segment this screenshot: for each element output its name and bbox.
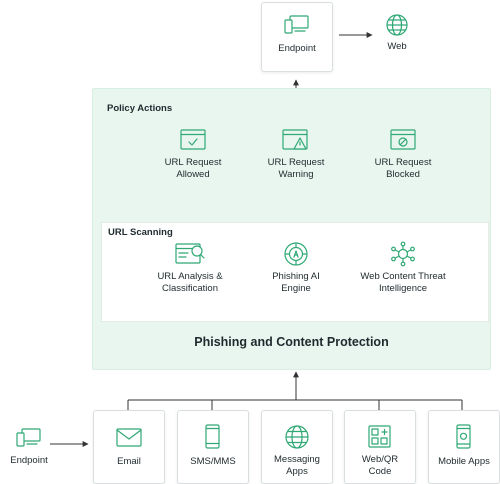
browser-search-icon — [175, 243, 205, 264]
url-scanning-title: URL Scanning — [108, 227, 173, 238]
ai-engine-icon — [284, 242, 308, 266]
bottom-endpoint-label: Endpoint — [10, 455, 48, 466]
network-intelligence-icon — [391, 241, 415, 267]
url-analysis-label: URL Analysis & Classification — [157, 271, 223, 294]
globe-icon — [285, 425, 309, 449]
web-label: Web — [387, 41, 407, 52]
bottom-devices-icon — [16, 428, 41, 447]
source-email-label: Email — [117, 456, 141, 467]
source-card-webqr[interactable]: Web/QR Code — [344, 410, 416, 484]
phone-icon — [205, 424, 220, 449]
source-sms-label: SMS/MMS — [190, 456, 236, 467]
devices-icon — [284, 15, 309, 34]
browser-check-icon — [180, 129, 206, 150]
top-endpoint-card[interactable]: Endpoint — [261, 2, 333, 72]
protection-title: Phishing and Content Protection — [194, 335, 389, 349]
source-card-messaging[interactable]: Messaging Apps — [261, 410, 333, 484]
browser-blocked-icon — [390, 129, 416, 150]
source-card-email[interactable]: Email — [93, 410, 165, 484]
threat-intel-label: Web Content Threat Intelligence — [360, 271, 446, 294]
qr-code-icon — [368, 425, 391, 448]
policy-actions-title: Policy Actions — [107, 103, 173, 114]
web-globe-icon — [386, 14, 408, 36]
policy-blocked-label: URL Request Blocked — [374, 157, 432, 180]
source-mobile-label: Mobile Apps — [438, 456, 490, 467]
browser-warning-icon — [282, 129, 308, 150]
mobile-app-icon — [456, 424, 471, 449]
policy-allowed-label: URL Request Allowed — [164, 157, 222, 180]
top-endpoint-label: Endpoint — [278, 43, 316, 54]
url-scanning-panel — [101, 222, 489, 322]
source-card-sms[interactable]: SMS/MMS — [177, 410, 249, 484]
source-card-mobile-apps[interactable]: Mobile Apps — [428, 410, 500, 484]
phishing-ai-label: Phishing AI Engine — [272, 271, 320, 294]
source-messaging-label: Messaging Apps — [274, 454, 320, 477]
email-icon — [116, 428, 142, 447]
source-webqr-label: Web/QR Code — [361, 454, 399, 477]
policy-warning-label: URL Request Warning — [267, 157, 325, 180]
